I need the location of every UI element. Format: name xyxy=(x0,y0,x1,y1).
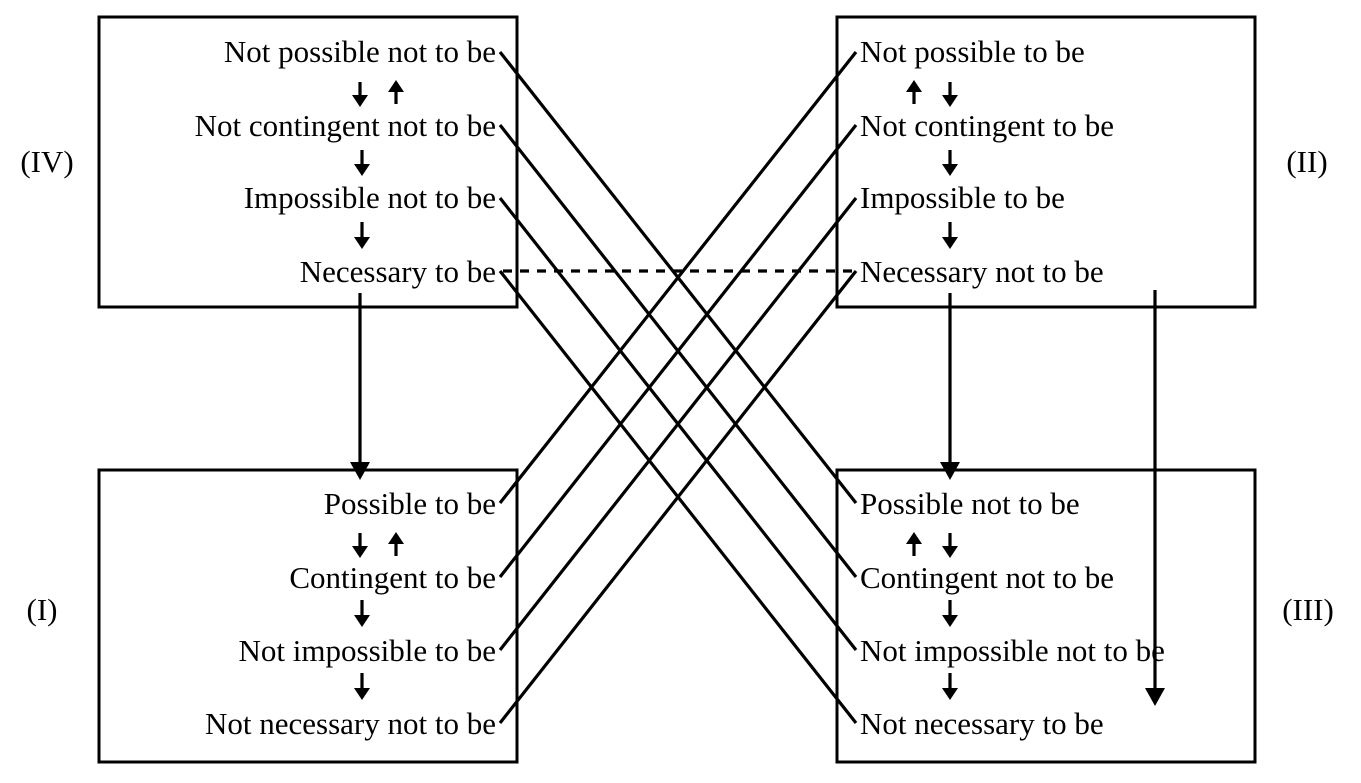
i-item-4: Not necessary not to be xyxy=(205,706,496,741)
box-ii xyxy=(835,15,1257,309)
connector-i2-ii2 xyxy=(498,124,858,578)
quadrant-label-iv: (IV) xyxy=(20,144,73,179)
iii-equivalence-arrows-1 xyxy=(906,532,958,558)
iii-down-arrow-3 xyxy=(942,673,958,700)
i-item-3: Not impossible to be xyxy=(239,633,496,668)
iv-equivalence-arrows-1 xyxy=(352,80,404,107)
ii-item-1: Not possible to be xyxy=(860,34,1085,69)
box-i xyxy=(97,468,519,764)
iv-down-arrow-2 xyxy=(354,150,370,176)
iii-item-2: Contingent not to be xyxy=(860,560,1114,595)
iv-item-2: Not contingent not to be xyxy=(195,108,496,143)
i-down-arrow-2 xyxy=(354,600,370,627)
iv-item-1: Not possible not to be xyxy=(224,34,496,69)
ii-item-3: Impossible to be xyxy=(860,180,1065,215)
quadrant-label-ii: (II) xyxy=(1286,144,1327,179)
quadrant-label-i: (I) xyxy=(27,592,58,627)
box-iii xyxy=(835,468,1257,764)
quadrant-label-iii: (III) xyxy=(1282,592,1334,627)
iv-item-3: Impossible not to be xyxy=(244,180,496,215)
ii-equivalence-arrows-1 xyxy=(906,80,958,107)
i-item-2: Contingent to be xyxy=(289,560,496,595)
iii-item-4: Not necessary to be xyxy=(860,706,1104,741)
arrowhead-iv-i xyxy=(350,462,370,480)
iv-down-arrow-3 xyxy=(354,222,370,249)
ii-down-arrow-3 xyxy=(942,222,958,249)
connector-i4-ii4 xyxy=(498,270,858,724)
ii-down-arrow-2 xyxy=(942,150,958,176)
iv-item-4: Necessary to be xyxy=(300,254,496,289)
i-down-arrow-3 xyxy=(354,673,370,700)
iii-item-1: Possible not to be xyxy=(860,486,1080,521)
connector-i1-ii1 xyxy=(498,51,858,504)
iii-down-arrow-2 xyxy=(942,600,958,627)
arrowhead-ii-iii xyxy=(940,462,960,480)
connector-i3-ii3 xyxy=(498,197,858,651)
i-item-1: Possible to be xyxy=(324,486,496,521)
box-iv xyxy=(97,15,519,309)
arrowhead-ii4-iii4 xyxy=(1145,688,1165,706)
iii-item-3: Not impossible not to be xyxy=(860,633,1165,668)
i-equivalence-arrows-1 xyxy=(352,532,404,558)
ii-item-2: Not contingent to be xyxy=(860,108,1114,143)
ii-item-4: Necessary not to be xyxy=(860,254,1104,289)
